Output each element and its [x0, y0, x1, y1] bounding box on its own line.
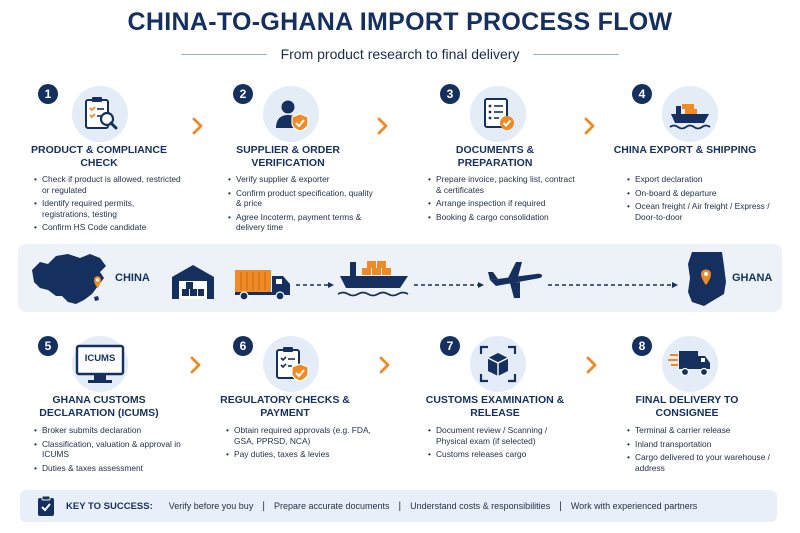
- bullet-item: Identify required permits, registrations…: [34, 198, 184, 219]
- bullet-item: Classification, valuation & approval in …: [34, 439, 184, 460]
- chevron-right-icon: [586, 356, 597, 374]
- truck-icon: [235, 270, 290, 301]
- key-item: Work with experienced partners: [570, 501, 698, 511]
- step-number-badge: 8: [632, 336, 652, 356]
- step-bullets: Terminal & carrier release Inland transp…: [627, 425, 777, 476]
- airplane-icon: [488, 262, 543, 298]
- box-scan-icon: [470, 336, 526, 392]
- ghana-map-icon: [688, 252, 726, 306]
- step-number-badge: 7: [440, 336, 460, 356]
- step-title: REGULATORY CHECKS & PAYMENT: [220, 394, 350, 419]
- chevron-right-icon: [584, 117, 595, 135]
- step-title: CHINA EXPORT & SHIPPING: [613, 144, 757, 156]
- step-title: FINAL DELIVERY TO CONSIGNEE: [635, 394, 739, 419]
- bullet-item: On-board & departure: [627, 188, 777, 199]
- monitor-icon: ICUMS: [72, 336, 128, 392]
- bullet-item: Check if product is allowed, restricted …: [34, 174, 184, 195]
- document-check-icon: [470, 86, 526, 142]
- step-bullets: Obtain required approvals (e.g. FDA, GSA…: [226, 425, 386, 463]
- bullet-item: Document review / Scanning / Physical ex…: [428, 425, 578, 446]
- bullet-item: Broker submits declaration: [34, 425, 184, 436]
- bullet-item: Agree Incoterm, payment terms & delivery…: [228, 212, 378, 233]
- step-title: DOCUMENTS & PREPARATION: [455, 144, 535, 169]
- step-bullets: Verify supplier & exporter Confirm produ…: [228, 174, 378, 236]
- destination-label: GHANA: [732, 272, 773, 284]
- step-title: SUPPLIER & ORDER VERIFICATION: [236, 144, 340, 169]
- bullet-item: Confirm product specification, quality &…: [228, 188, 378, 209]
- step-number-badge: 2: [233, 84, 253, 104]
- bullet-item: Ocean freight / Air freight / Express / …: [627, 201, 777, 222]
- bullet-item: Confirm HS Code candidate: [34, 222, 184, 233]
- origin-label: CHINA: [115, 272, 150, 284]
- bullet-item: Booking & cargo consolidation: [428, 212, 578, 223]
- step-number-badge: 5: [38, 336, 58, 356]
- bullet-item: Pay duties, taxes & levies: [226, 449, 386, 460]
- china-map-icon: [32, 254, 106, 304]
- clipboard-search-icon: [72, 86, 128, 142]
- chevron-right-icon: [190, 356, 201, 374]
- route-dashes: [414, 282, 484, 288]
- bullet-item: Arrange inspection if required: [428, 198, 578, 209]
- step-title: CUSTOMS EXAMINATION & RELEASE: [425, 394, 565, 419]
- step-number-badge: 6: [233, 336, 253, 356]
- chevron-right-icon: [379, 356, 390, 374]
- chevron-right-icon: [377, 117, 388, 135]
- key-to-success-bar: KEY TO SUCCESS: Verify before you buy | …: [20, 490, 777, 522]
- subtitle-divider-right: [533, 53, 620, 55]
- route-dashes: [548, 282, 678, 288]
- bullet-item: Prepare invoice, packing list, contract …: [428, 174, 578, 195]
- page-subtitle: From product research to final delivery: [280, 46, 520, 62]
- step-bullets: Check if product is allowed, restricted …: [34, 174, 184, 236]
- warehouse-icon: [172, 265, 214, 299]
- key-separator: |: [398, 500, 402, 512]
- step-title: PRODUCT & COMPLIANCE CHECK: [31, 144, 167, 169]
- step-number-badge: 1: [38, 84, 58, 104]
- key-separator: |: [262, 500, 265, 512]
- route-dashes: [296, 282, 334, 288]
- bullet-item: Export declaration: [627, 174, 777, 185]
- subtitle-divider-left: [180, 53, 267, 55]
- key-item: Understand costs & responsibilities: [410, 501, 551, 511]
- bullet-item: Terminal & carrier release: [627, 425, 777, 436]
- clipboard-check-icon: [38, 495, 54, 516]
- clipboard-shield-icon: [263, 336, 319, 392]
- delivery-truck-icon: [662, 336, 718, 392]
- bullet-item: Cargo delivered to your warehouse / addr…: [627, 452, 777, 473]
- key-item: Verify before you buy: [168, 501, 254, 511]
- user-shield-icon: [263, 86, 319, 142]
- key-label: KEY TO SUCCESS:: [66, 500, 153, 512]
- step-bullets: Document review / Scanning / Physical ex…: [428, 425, 578, 463]
- cargo-ship-icon: [338, 261, 409, 297]
- step-title: GHANA CUSTOMS DECLARATION (ICUMS): [39, 394, 159, 419]
- step-number-badge: 4: [632, 84, 652, 104]
- bullet-item: Duties & taxes assessment: [34, 463, 184, 474]
- key-item: Prepare accurate documents: [273, 501, 390, 511]
- bullet-item: Inland transportation: [627, 439, 777, 450]
- step-bullets: Prepare invoice, packing list, contract …: [428, 174, 578, 225]
- bullet-item: Obtain required approvals (e.g. FDA, GSA…: [226, 425, 386, 446]
- bullet-item: Customs releases cargo: [428, 449, 578, 460]
- page-title: CHINA-TO-GHANA IMPORT PROCESS FLOW: [127, 8, 673, 36]
- ship-icon: [662, 86, 718, 142]
- subtitle-row: From product research to final delivery: [0, 46, 800, 62]
- key-separator: |: [559, 500, 562, 512]
- step-bullets: Broker submits declaration Classificatio…: [34, 425, 184, 476]
- chevron-right-icon: [192, 117, 203, 135]
- step-bullets: Export declaration On-board & departure …: [627, 174, 777, 225]
- bullet-item: Verify supplier & exporter: [228, 174, 378, 185]
- step-number-badge: 3: [440, 84, 460, 104]
- icums-screen-text: ICUMS: [84, 353, 116, 364]
